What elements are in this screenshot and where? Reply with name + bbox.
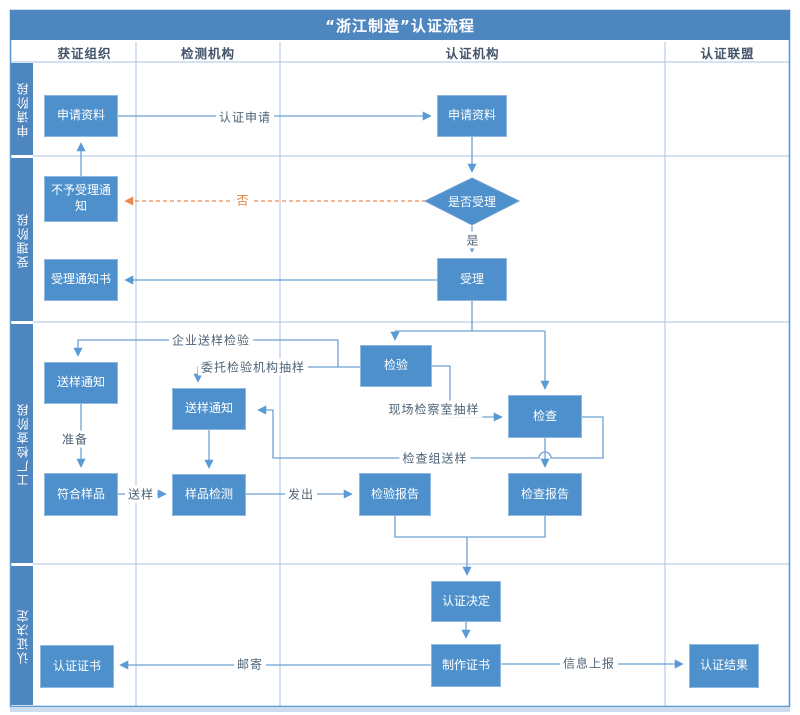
node-cert-result[interactable]: 认证结果 [689,644,759,688]
column-header-org: 获证组织 [57,45,112,61]
decision-diamond-label: 是否受理 [447,194,496,209]
edge-label-mail: 邮寄 [233,655,267,673]
node-make-cert[interactable]: 制作证书 [431,644,501,687]
node-sample-testing[interactable]: 样品检测 [172,474,246,516]
bottom-border-band [10,707,790,712]
edge-label-info-report: 信息上报 [559,654,619,672]
swimlane-grid [10,42,790,706]
phase-factory-inspection: 工厂检查阶段 [11,324,33,563]
node-accept-notice[interactable]: 受理通知书 [44,259,118,301]
phase-label: 申请阶段 [15,81,30,137]
edge-label-prepare: 准备 [58,430,92,448]
phase-application: 申请阶段 [11,63,33,155]
node-accept[interactable]: 受理 [437,258,507,301]
node-inspection-report[interactable]: 检验报告 [359,473,431,516]
phase-label: 认证决定 [15,607,30,664]
phase-decision: 认证决定 [11,566,33,705]
node-conforming-sample[interactable]: 符合样品 [44,473,118,516]
node-certificate[interactable]: 认证证书 [40,645,114,688]
edge-label-send-sample: 送样 [124,485,158,503]
edge-label-team-sample: 检查组送样 [399,449,471,467]
edge-label-no: 否 [233,191,253,209]
connector-reports-merge [394,516,546,538]
node-inspection[interactable]: 检验 [360,345,432,387]
node-check[interactable]: 检查 [508,395,582,438]
edge-label-entrust-sample: 委托检验机构抽样 [197,358,309,376]
edge-label-cert-apply: 认证申请 [215,108,275,126]
edge-label-enterprise-sample: 企业送样检验 [168,331,254,349]
column-header-certbody: 认证机构 [445,45,500,61]
phase-label: 工厂检查阶段 [15,401,30,486]
node-sample-notice-testing[interactable]: 送样通知 [172,388,246,430]
decision-diamond[interactable] [423,177,521,226]
node-cert-decision[interactable]: 认证决定 [431,581,501,622]
column-header-alliance: 认证联盟 [700,45,755,61]
connector-enterprise-sample [73,339,360,368]
column-header-testing: 检测机构 [180,45,235,61]
node-reject-notice[interactable]: 不予受理通知 [44,176,118,222]
diagram-title: “浙江制造”认证流程 [10,10,790,40]
edge-label-yes: 是 [463,231,483,249]
node-apply-materials-left[interactable]: 申请资料 [44,95,118,137]
phase-acceptance: 受理阶段 [11,158,33,321]
node-apply-materials-right[interactable]: 申请资料 [437,95,507,137]
phase-label: 受理阶段 [15,211,30,268]
edge-label-onsite-sample: 现场检察室抽样 [385,400,483,418]
edge-label-issue: 发出 [284,485,318,503]
node-sample-notice-left[interactable]: 送样通知 [44,362,118,404]
node-check-report[interactable]: 检查报告 [508,473,582,516]
